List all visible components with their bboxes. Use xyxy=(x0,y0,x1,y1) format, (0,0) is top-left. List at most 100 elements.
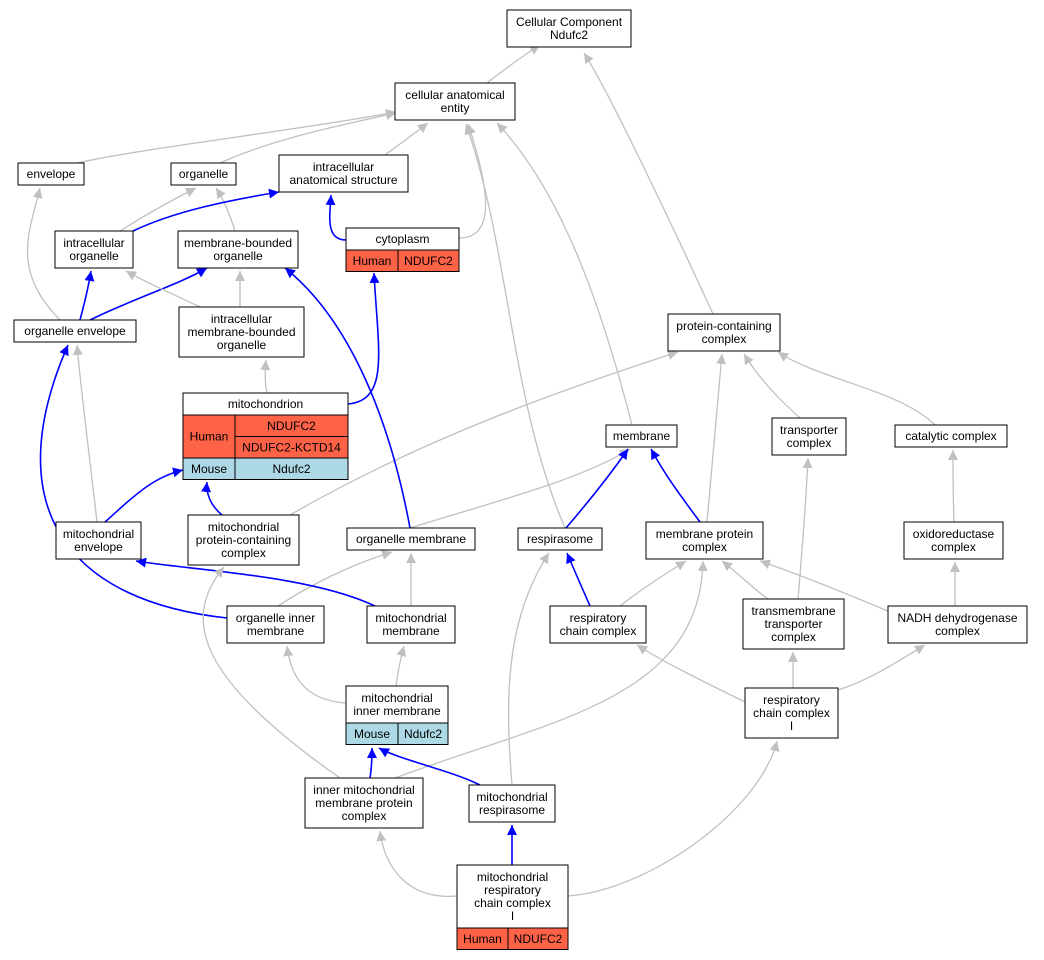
is-a-edge-mito-protein-containing-complex-to-protein-containing-complex xyxy=(289,350,679,516)
term-label-line: inner membrane xyxy=(353,704,441,718)
part-of-edge-mito-protein-containing-complex-to-mitochondrion xyxy=(201,481,223,516)
term-label-line: intracellular xyxy=(63,236,124,250)
term-box xyxy=(304,777,424,829)
gene-label[interactable]: NDUFC2 xyxy=(267,419,316,433)
is-a-edge-intracellular-mb-organelle-to-intracellular-organelle xyxy=(125,270,201,308)
is-a-edge-mitochondrion-to-intracellular-mb-organelle xyxy=(260,359,271,394)
term-label-line: organelle xyxy=(179,167,229,181)
gene-label[interactable]: NDUFC2 xyxy=(404,254,453,268)
term-label-line: anatomical structure xyxy=(289,173,397,187)
go-term-node-respirasome[interactable]: respirasome xyxy=(517,527,603,551)
term-label-line: membrane-bounded xyxy=(184,236,292,250)
go-term-node-organelle-envelope[interactable]: organelle envelope xyxy=(13,319,137,343)
is-a-edge-intracellular-organelle-to-organelle xyxy=(119,187,197,232)
go-term-node-catalytic-complex[interactable]: catalytic complex xyxy=(894,424,1008,448)
term-label-line: complex xyxy=(787,436,832,450)
go-term-node-membrane[interactable]: membrane xyxy=(605,424,678,448)
is-a-edge-organelle-inner-membrane-to-organelle-membrane xyxy=(277,550,393,607)
term-box xyxy=(903,521,1004,560)
is-a-edge-intracellular-anatomical-structure-to-cellular-anatomical-entity xyxy=(384,122,429,156)
part-of-edge-mitochondrion-to-cytoplasm xyxy=(347,272,380,405)
part-of-edge-respirasome-to-membrane xyxy=(565,448,629,529)
is-a-edge-cytoplasm-to-cellular-anatomical-entity xyxy=(458,123,487,239)
go-term-node-organelle-membrane[interactable]: organelle membrane xyxy=(346,527,476,551)
term-label-line: complex xyxy=(935,624,980,638)
term-label-line: organelle xyxy=(213,249,263,263)
is-a-edge-transporter-complex-to-protein-containing-complex xyxy=(743,353,801,419)
term-label-line: catalytic complex xyxy=(905,429,996,443)
is-a-edge-respiratory-chain-complex-i-to-respiratory-chain-complex xyxy=(636,644,746,703)
term-label-line: Ndufc2 xyxy=(550,28,588,42)
term-label-line: membrane-bounded xyxy=(187,325,295,339)
go-term-node-mitochondrion[interactable]: mitochondrionHumanNDUFC2NDUFC2-KCTD14Mou… xyxy=(182,392,349,480)
gene-cell xyxy=(507,927,569,950)
term-label-line: organelle inner xyxy=(236,611,315,625)
part-of-edge-membrane-protein-complex-to-membrane xyxy=(650,448,701,523)
is-a-edge-inner-mito-membrane-protein-complex-to-membrane-protein-complex xyxy=(394,560,708,779)
part-of-edge-respiratory-chain-complex-to-respirasome xyxy=(566,552,591,607)
term-box xyxy=(667,313,781,352)
term-box xyxy=(506,9,632,48)
go-term-node-organelle[interactable]: organelle xyxy=(170,162,237,186)
term-label-line: transmembrane xyxy=(751,604,835,618)
species-label: Mouse xyxy=(191,462,227,476)
term-label-line: envelope xyxy=(27,167,76,181)
term-box xyxy=(177,230,299,269)
term-label-line: complex xyxy=(771,630,816,644)
gene-label[interactable]: Ndufc2 xyxy=(272,462,310,476)
term-box xyxy=(13,319,137,343)
term-label-line: organelle envelope xyxy=(24,324,126,338)
term-label-line: organelle membrane xyxy=(356,532,466,546)
gene-label[interactable]: NDUFC2 xyxy=(514,932,563,946)
term-box xyxy=(226,605,325,644)
term-box xyxy=(605,424,678,448)
part-of-edge-organelle-inner-membrane-to-organelle-envelope xyxy=(39,344,228,619)
term-box xyxy=(549,605,647,644)
part-of-edge-mitochondrial-membrane-to-mitochondrial-envelope xyxy=(135,557,376,607)
term-label-line: mitochondrion xyxy=(228,397,303,411)
term-label-line: membrane xyxy=(247,624,305,638)
term-label-line: membrane xyxy=(382,624,440,638)
is-a-edge-catalytic-complex-to-protein-containing-complex xyxy=(777,351,936,426)
is-a-edge-mito-respiratory-chain-complex-i-to-respiratory-chain-complex-i xyxy=(567,740,780,897)
term-box xyxy=(54,230,134,269)
term-label-line: mitochondrial xyxy=(375,611,446,625)
is-a-edge-organelle-membrane-to-membrane xyxy=(409,448,631,529)
term-label-line: membrane protein xyxy=(656,527,753,541)
gene-label[interactable]: Ndufc2 xyxy=(404,727,442,741)
term-label-line: cellular anatomical xyxy=(405,88,504,102)
is-a-edge-protein-containing-complex-to-cellular-component xyxy=(583,52,714,315)
is-a-edge-inner-mito-membrane-protein-complex-to-mito-protein-containing-complex xyxy=(202,566,341,779)
term-label-line: protein-containing xyxy=(196,533,291,547)
go-term-node-envelope[interactable]: envelope xyxy=(17,162,85,186)
gene-label[interactable]: NDUFC2-KCTD14 xyxy=(242,440,341,454)
term-box xyxy=(17,162,85,186)
term-label-line: Cellular Component xyxy=(516,15,623,29)
term-label-line: respiratory xyxy=(763,693,820,707)
term-label-line: NADH dehydrogenase xyxy=(897,611,1017,625)
species-label: Human xyxy=(353,254,392,268)
